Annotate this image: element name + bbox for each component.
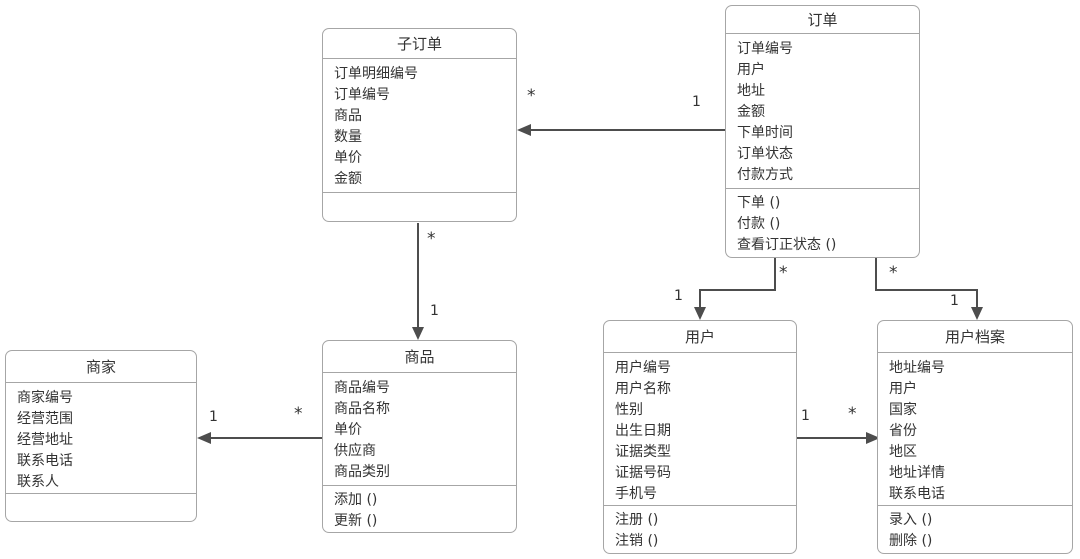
attribute-item: 商家编号 [17,390,73,406]
attribute-item: 性别 [615,402,643,418]
class-methods [323,193,516,221]
class-title: 用户档案 [878,321,1072,353]
multiplicity-label: * [527,86,536,106]
arrowhead-left-icon [197,432,211,444]
class-methods: 下单 () 付款 () 查看订正状态 () [726,189,919,257]
attribute-item: 单价 [334,150,362,166]
attribute-item: 证据号码 [615,465,671,481]
multiplicity-label: 1 [950,293,959,309]
arrowhead-down-icon [971,307,983,320]
attribute-item: 地区 [889,444,917,460]
class-title: 商家 [6,351,196,383]
connector-order-to-profile [875,258,978,308]
class-attributes: 地址编号用户国家省份地区地址详情联系电话 [878,353,1072,506]
attribute-item: 商品类别 [334,464,390,480]
attribute-item: 手机号 [615,486,657,502]
attribute-item: 订单状态 [737,146,793,162]
multiplicity-label: 1 [430,303,439,319]
method-item: 注销 () [615,533,659,549]
multiplicity-label: * [779,263,788,283]
class-methods: 录入 () 删除 () [878,506,1072,553]
arrowhead-left-icon [517,124,531,136]
attribute-item: 订单明细编号 [334,66,418,82]
class-methods [6,494,196,521]
class-suborder: 子订单 订单明细编号订单编号商品数量单价金额 [322,28,517,222]
class-product: 商品 商品编号商品名称单价供应商商品类别 添加 () 更新 () [322,340,517,533]
multiplicity-label: * [294,404,303,424]
attribute-item: 商品编号 [334,380,390,396]
attribute-item: 金额 [334,171,362,187]
attribute-item: 省份 [889,423,917,439]
attribute-item: 地址编号 [889,360,945,376]
connector-order-to-user [699,258,776,308]
class-attributes: 订单编号用户地址金额下单时间订单状态付款方式 [726,34,919,189]
multiplicity-label: * [427,229,436,249]
attribute-item: 经营范围 [17,411,73,427]
multiplicity-label: * [889,263,898,283]
method-item: 录入 () [889,512,933,528]
class-methods: 添加 () 更新 () [323,486,516,532]
attribute-item: 付款方式 [737,167,793,183]
attribute-item: 用户 [737,62,765,78]
attribute-item: 地址 [737,83,765,99]
method-item: 下单 () [737,195,781,211]
attribute-item: 国家 [889,402,917,418]
multiplicity-label: * [848,404,857,424]
class-attributes: 订单明细编号订单编号商品数量单价金额 [323,59,516,193]
multiplicity-label: 1 [674,288,683,304]
method-item: 添加 () [334,492,378,508]
class-order: 订单 订单编号用户地址金额下单时间订单状态付款方式 下单 () 付款 () 查看订正… [725,5,920,258]
arrowhead-down-icon [412,327,424,340]
arrowhead-down-icon [694,307,706,320]
attribute-item: 供应商 [334,443,376,459]
method-item: 付款 () [737,216,781,232]
method-item: 查看订正状态 () [737,237,837,253]
method-item: 更新 () [334,513,378,529]
attribute-item: 金额 [737,104,765,120]
class-user: 用户 用户编号用户名称性别出生日期证据类型证据号码手机号 注册 () 注销 () [603,320,797,554]
class-attributes: 商品编号商品名称单价供应商商品类别 [323,373,516,486]
attribute-item: 数量 [334,129,362,145]
multiplicity-label: 1 [801,408,810,424]
class-title: 用户 [604,321,796,353]
attribute-item: 用户 [889,381,917,397]
multiplicity-label: 1 [692,94,701,110]
class-attributes: 用户编号用户名称性别出生日期证据类型证据号码手机号 [604,353,796,506]
attribute-item: 经营地址 [17,432,73,448]
attribute-item: 下单时间 [737,125,793,141]
attribute-item: 用户名称 [615,381,671,397]
multiplicity-label: 1 [209,409,218,425]
attribute-item: 地址详情 [889,465,945,481]
attribute-item: 出生日期 [615,423,671,439]
class-title: 子订单 [323,29,516,59]
attribute-item: 订单编号 [737,41,793,57]
class-title: 商品 [323,341,516,373]
attribute-item: 单价 [334,422,362,438]
attribute-item: 商品 [334,108,362,124]
attribute-item: 联系人 [17,474,59,490]
class-profile: 用户档案 地址编号用户国家省份地区地址详情联系电话 录入 () 删除 () [877,320,1073,554]
attribute-item: 用户编号 [615,360,671,376]
class-methods: 注册 () 注销 () [604,506,796,553]
class-merchant: 商家 商家编号经营范围经营地址联系电话联系人 [5,350,197,522]
method-item: 删除 () [889,533,933,549]
attribute-item: 联系电话 [889,486,945,502]
attribute-item: 商品名称 [334,401,390,417]
arrowhead-right-icon [866,432,880,444]
attribute-item: 订单编号 [334,87,390,103]
attribute-item: 联系电话 [17,453,73,469]
attribute-item: 证据类型 [615,444,671,460]
class-title: 订单 [726,6,919,34]
class-attributes: 商家编号经营范围经营地址联系电话联系人 [6,383,196,494]
method-item: 注册 () [615,512,659,528]
